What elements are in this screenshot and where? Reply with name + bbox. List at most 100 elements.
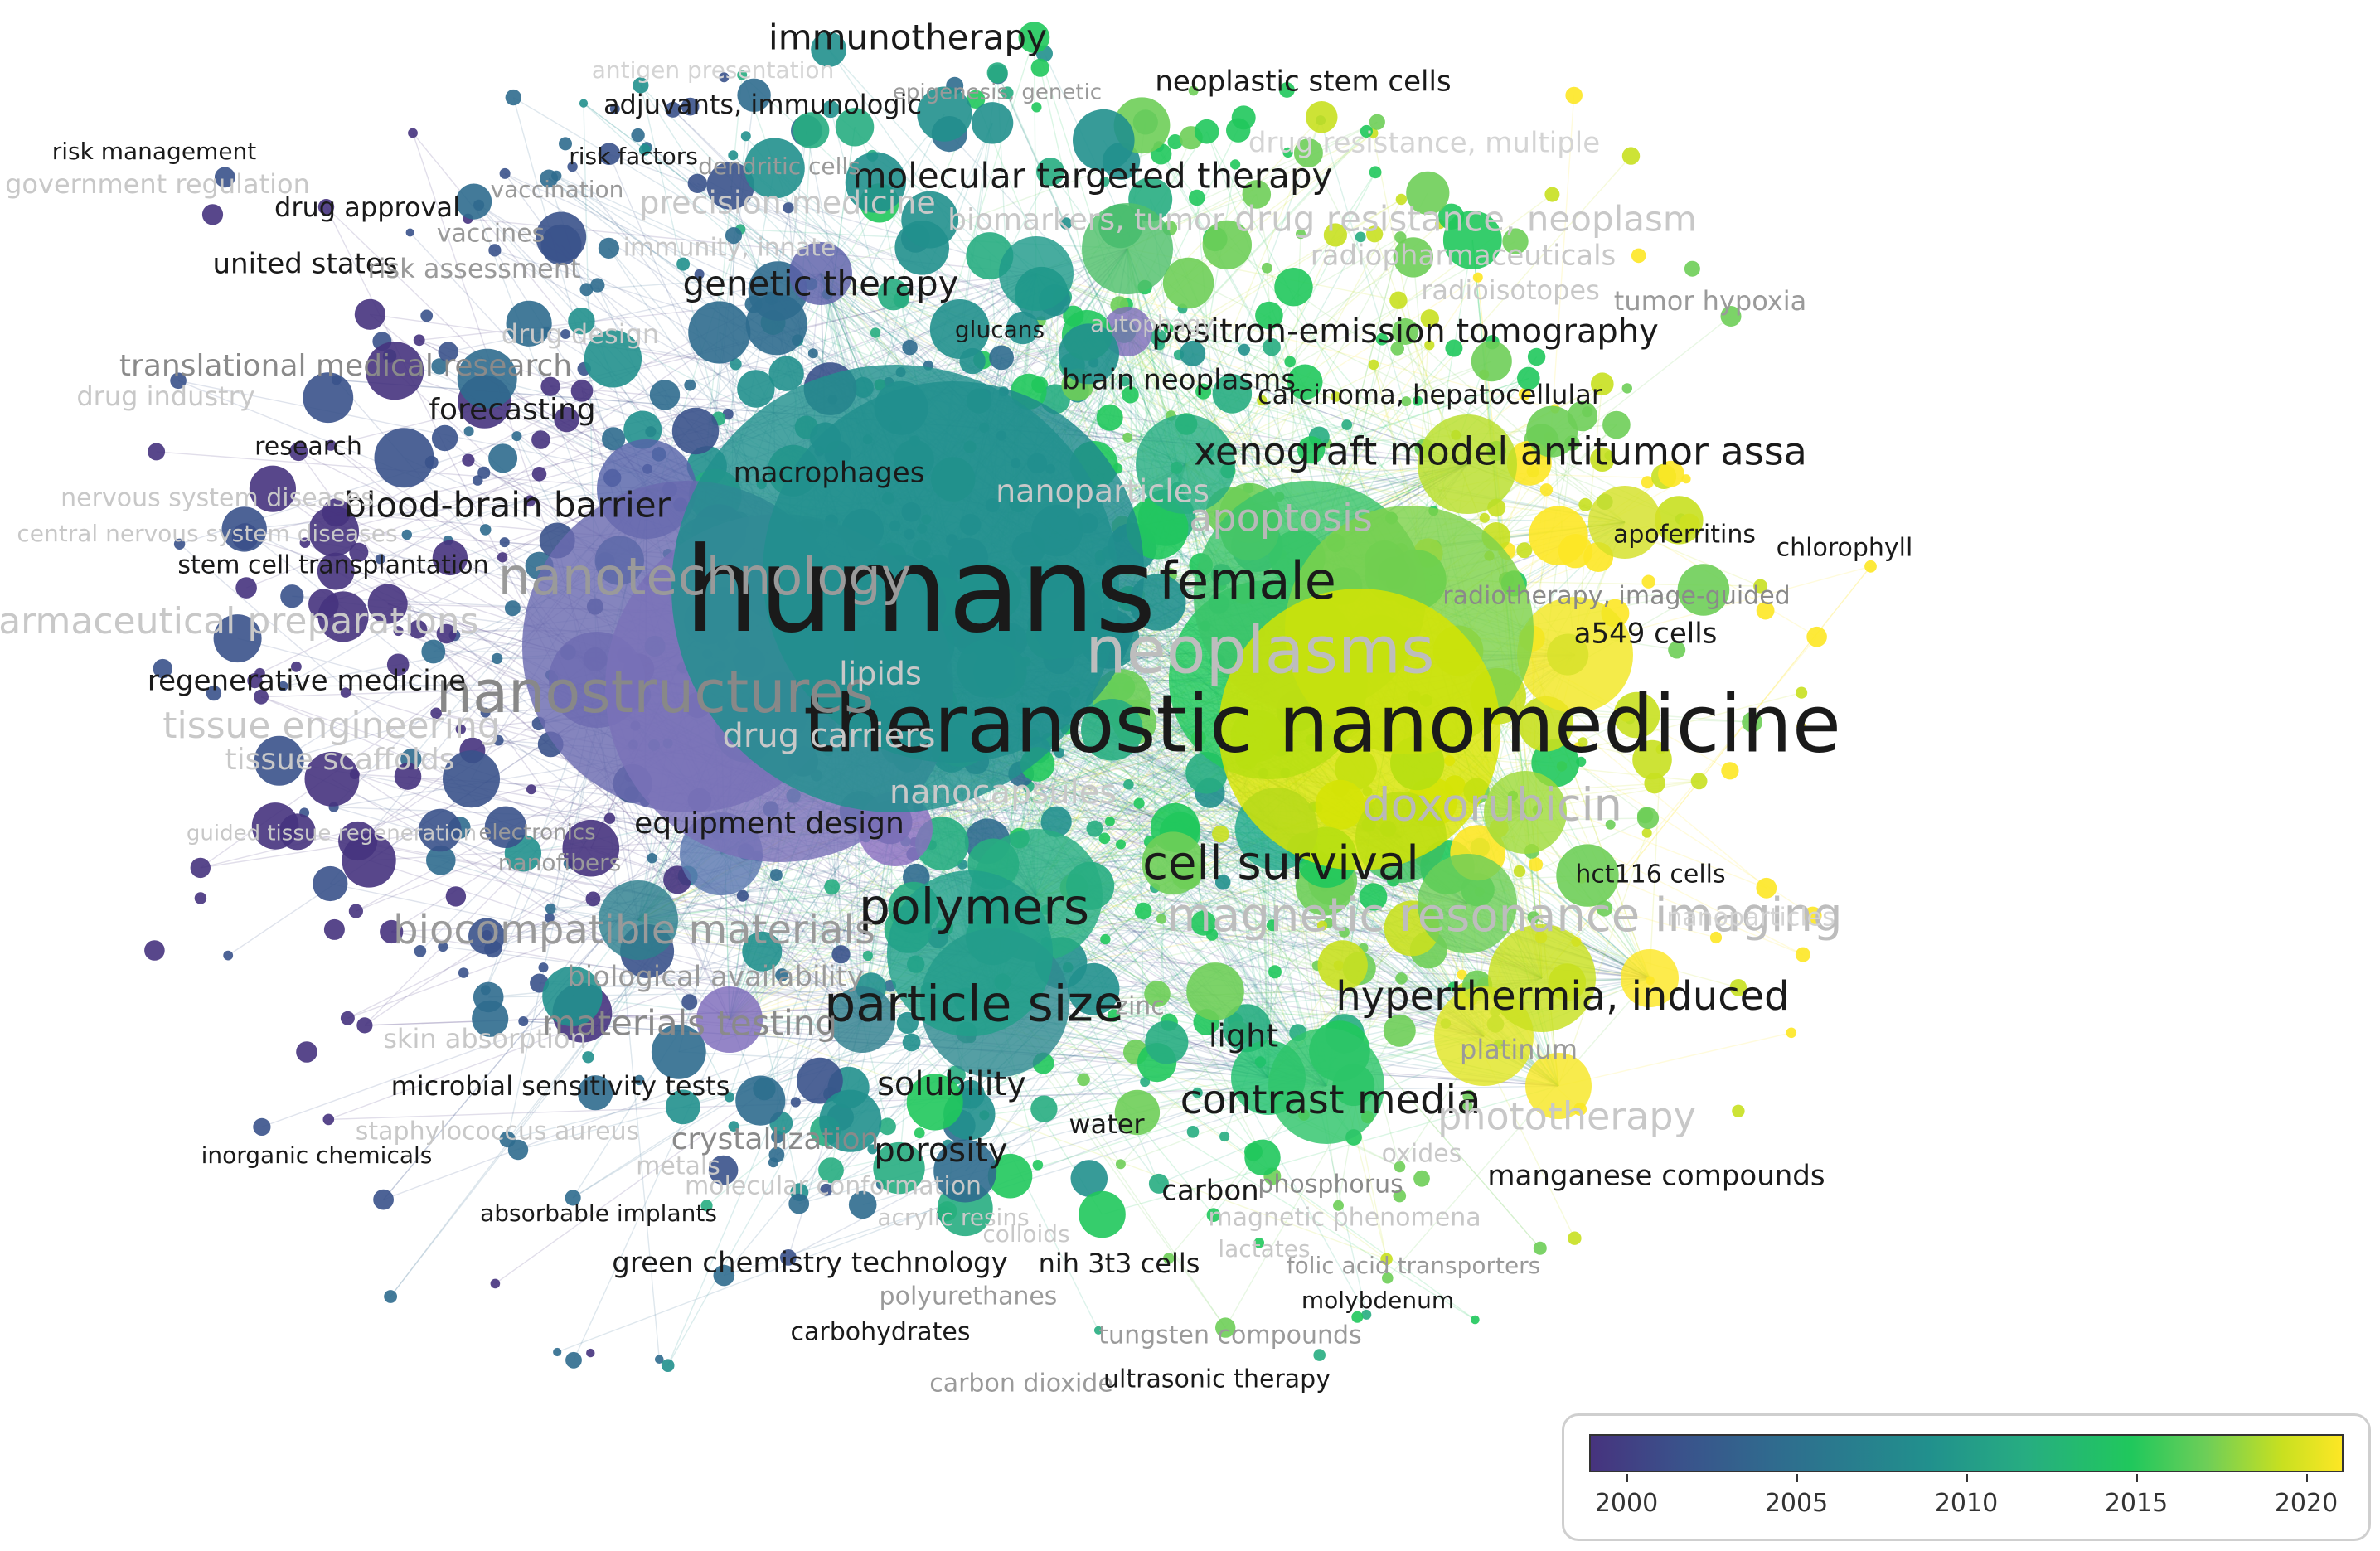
keyword-node[interactable] xyxy=(1219,589,1500,870)
keyword-label-biological-availability[interactable]: biological availability xyxy=(567,961,864,994)
keyword-label-lipids[interactable]: lipids xyxy=(839,656,922,692)
keyword-node[interactable] xyxy=(1517,366,1540,390)
keyword-node[interactable] xyxy=(524,495,536,507)
keyword-node[interactable] xyxy=(1119,376,1130,387)
keyword-node[interactable] xyxy=(687,173,707,193)
keyword-node[interactable] xyxy=(356,1017,373,1034)
keyword-node[interactable] xyxy=(531,467,547,482)
keyword-node[interactable] xyxy=(694,269,705,279)
keyword-node[interactable] xyxy=(768,1146,785,1163)
keyword-node[interactable] xyxy=(896,1011,919,1034)
keyword-node[interactable] xyxy=(443,750,500,808)
keyword-node[interactable] xyxy=(1406,171,1450,215)
keyword-node[interactable] xyxy=(696,986,763,1053)
keyword-label-tissue-scaffolds[interactable]: tissue scaffolds xyxy=(225,743,454,777)
keyword-node[interactable] xyxy=(790,1097,801,1108)
keyword-node[interactable] xyxy=(254,689,269,705)
keyword-node[interactable] xyxy=(148,443,166,461)
keyword-label-inorganic[interactable]: inorganic chemicals xyxy=(201,1141,433,1169)
keyword-node[interactable] xyxy=(505,89,521,106)
keyword-label-particle-size[interactable]: particle size xyxy=(824,976,1124,1034)
keyword-node[interactable] xyxy=(1732,1104,1745,1118)
keyword-node[interactable] xyxy=(507,1139,529,1161)
keyword-label-government-regulation[interactable]: government regulation xyxy=(5,168,310,200)
keyword-node[interactable] xyxy=(1756,601,1775,620)
keyword-node[interactable] xyxy=(1186,962,1244,1020)
keyword-node[interactable] xyxy=(1375,332,1389,346)
keyword-node[interactable] xyxy=(251,802,299,850)
keyword-node[interactable] xyxy=(235,577,257,599)
keyword-node[interactable] xyxy=(647,853,657,864)
keyword-label-glucans[interactable]: glucans xyxy=(955,316,1045,343)
keyword-label-drug-industry[interactable]: drug industry xyxy=(76,380,254,412)
keyword-node[interactable] xyxy=(1104,817,1115,826)
keyword-label-carbohydrates[interactable]: carbohydrates xyxy=(791,1318,971,1347)
keyword-node[interactable] xyxy=(1613,691,1660,739)
keyword-node[interactable] xyxy=(194,892,207,904)
keyword-node[interactable] xyxy=(661,1359,675,1372)
keyword-node[interactable] xyxy=(665,101,681,118)
keyword-node[interactable] xyxy=(1144,981,1171,1007)
keyword-label-contrast-media[interactable]: contrast media xyxy=(1180,1077,1481,1123)
keyword-node[interactable] xyxy=(651,1024,706,1079)
keyword-node[interactable] xyxy=(340,1011,355,1025)
keyword-node[interactable] xyxy=(1219,1131,1230,1142)
keyword-node[interactable] xyxy=(1360,124,1373,138)
keyword-label-skin-absorption[interactable]: skin absorption xyxy=(383,1023,586,1054)
keyword-node[interactable] xyxy=(1590,447,1615,472)
keyword-node[interactable] xyxy=(1114,1089,1161,1136)
keyword-node[interactable] xyxy=(1268,965,1282,979)
keyword-node[interactable] xyxy=(742,931,783,972)
keyword-node[interactable] xyxy=(737,70,748,80)
keyword-node[interactable] xyxy=(1093,1326,1103,1335)
keyword-label-radioisotopes[interactable]: radioisotopes xyxy=(1421,274,1599,306)
keyword-node[interactable] xyxy=(1390,342,1404,356)
keyword-node[interactable] xyxy=(744,138,805,199)
keyword-node[interactable] xyxy=(877,279,909,311)
keyword-node[interactable] xyxy=(430,707,442,720)
keyword-node[interactable] xyxy=(1636,807,1660,830)
keyword-node[interactable] xyxy=(1578,737,1588,748)
keyword-node[interactable] xyxy=(317,552,355,590)
keyword-node[interactable] xyxy=(1115,1159,1126,1170)
keyword-node[interactable] xyxy=(655,1355,664,1364)
keyword-node[interactable] xyxy=(1393,1189,1407,1203)
keyword-label-a549[interactable]: a549 cells xyxy=(1574,618,1718,651)
keyword-node[interactable] xyxy=(788,1193,810,1214)
keyword-node[interactable] xyxy=(1471,1315,1480,1325)
keyword-node[interactable] xyxy=(221,506,267,552)
keyword-node[interactable] xyxy=(1517,597,1633,713)
keyword-node[interactable] xyxy=(1413,395,1423,406)
keyword-node[interactable] xyxy=(565,1190,581,1206)
keyword-node[interactable] xyxy=(170,372,187,390)
keyword-node[interactable] xyxy=(1796,686,1808,699)
keyword-label-brain-neoplasms[interactable]: brain neoplasms xyxy=(1062,364,1296,397)
keyword-node[interactable] xyxy=(681,97,700,116)
keyword-label-tissue-engineering[interactable]: tissue engineering xyxy=(162,705,501,747)
keyword-node[interactable] xyxy=(1690,773,1708,790)
keyword-node[interactable] xyxy=(1655,496,1704,545)
keyword-node[interactable] xyxy=(1529,857,1544,872)
keyword-node[interactable] xyxy=(1306,101,1338,133)
keyword-node[interactable] xyxy=(1167,134,1183,150)
keyword-node[interactable] xyxy=(380,919,404,944)
keyword-node[interactable] xyxy=(1382,1272,1394,1284)
keyword-node[interactable] xyxy=(414,945,427,957)
keyword-node[interactable] xyxy=(1284,356,1296,368)
keyword-node[interactable] xyxy=(1488,924,1596,1032)
keyword-node[interactable] xyxy=(540,169,558,188)
keyword-node[interactable] xyxy=(1244,1139,1281,1176)
keyword-node[interactable] xyxy=(887,870,1053,1036)
keyword-node[interactable] xyxy=(1096,404,1123,431)
keyword-label-neoplasms[interactable]: neoplasms xyxy=(1085,613,1434,688)
keyword-node[interactable] xyxy=(789,242,852,305)
keyword-node[interactable] xyxy=(1795,947,1810,962)
keyword-node[interactable] xyxy=(1527,911,1540,923)
keyword-node[interactable] xyxy=(1351,1311,1364,1323)
keyword-node[interactable] xyxy=(472,1000,509,1037)
keyword-node[interactable] xyxy=(585,891,601,907)
keyword-node[interactable] xyxy=(213,614,262,663)
keyword-node[interactable] xyxy=(1668,641,1686,659)
keyword-node[interactable] xyxy=(374,428,434,488)
keyword-node[interactable] xyxy=(325,439,337,451)
